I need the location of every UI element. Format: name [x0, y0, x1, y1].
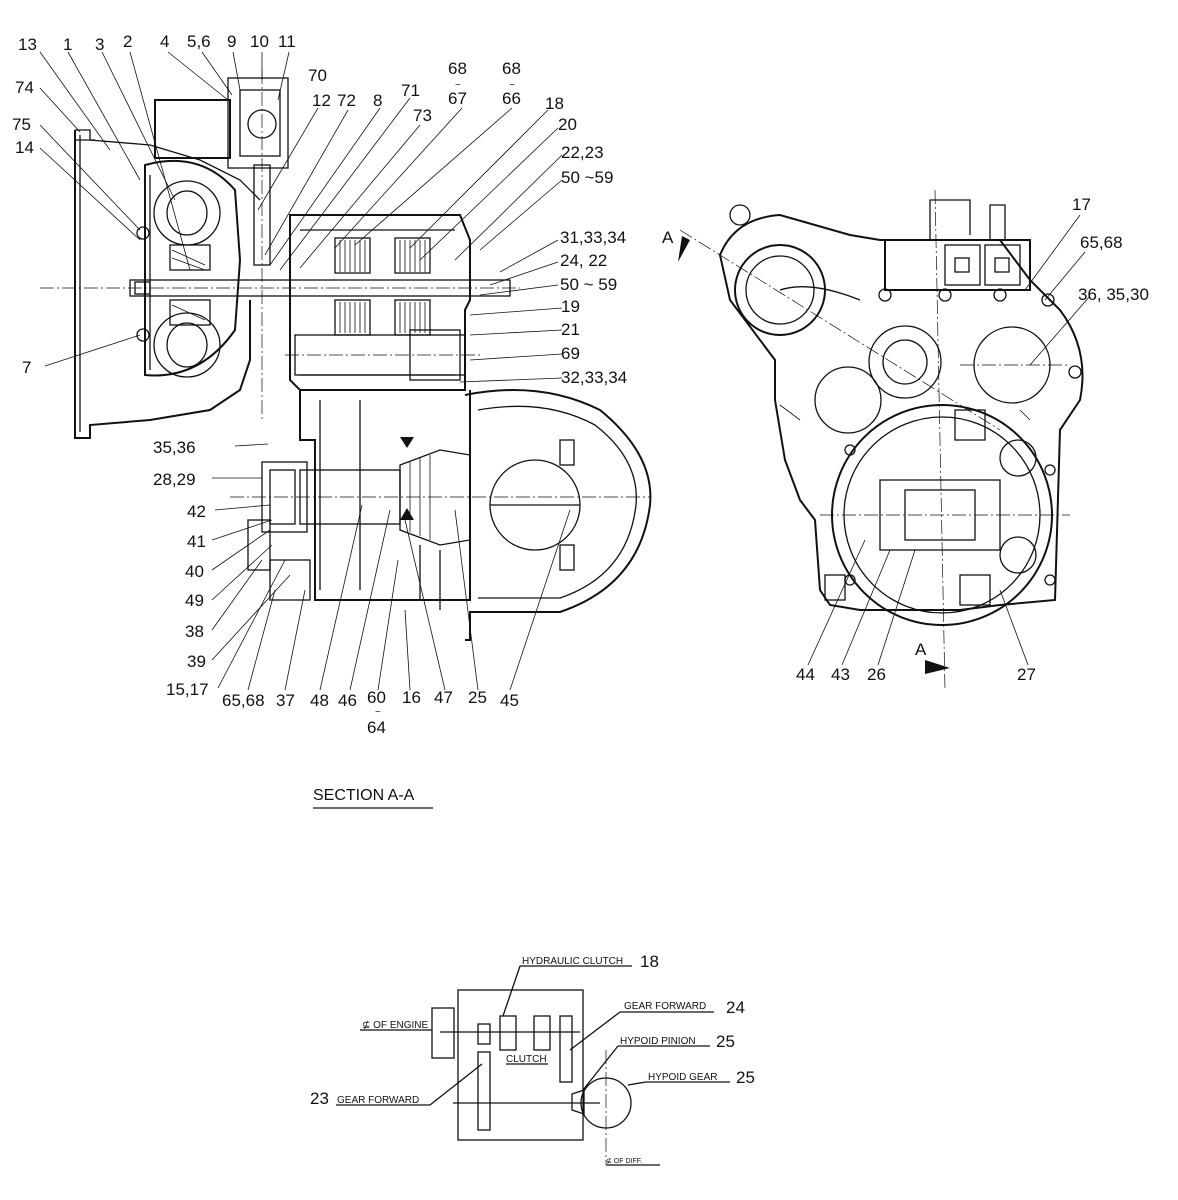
- left-sectional-view: [40, 70, 652, 641]
- callout-67: 67: [448, 89, 467, 108]
- callout-40: 40: [185, 562, 204, 581]
- label-hydraulic-clutch-no: 18: [640, 952, 659, 971]
- label-hypoid-pinion-no: 25: [716, 1032, 735, 1051]
- callout-71: 71: [401, 81, 420, 100]
- section-marker-a-top: A: [662, 228, 674, 247]
- callout-13: 13: [18, 35, 37, 54]
- callout-1: 1: [63, 35, 72, 54]
- callout-27: 27: [1017, 665, 1036, 684]
- callout-35-36: 35,36: [153, 438, 196, 457]
- callout-20: 20: [558, 115, 577, 134]
- callout-45: 45: [500, 691, 519, 710]
- label-gear-forward-top-no: 24: [726, 998, 745, 1017]
- callout-47: 47: [434, 688, 453, 707]
- callout-65-68-left: 65,68: [222, 691, 265, 710]
- callout-5-6: 5,6: [187, 32, 211, 51]
- callout-69: 69: [561, 344, 580, 363]
- callout-42: 42: [187, 502, 206, 521]
- callout-43: 43: [831, 665, 850, 684]
- callout-36-35-30: 36, 35,30: [1078, 285, 1149, 304]
- right-end-view: [678, 189, 1084, 691]
- callout-48: 48: [310, 691, 329, 710]
- leader-lines: [39, 51, 571, 691]
- callout-26: 26: [867, 665, 886, 684]
- section-marker-a-bottom: A: [915, 640, 927, 659]
- label-cl-engine: ⊈ OF ENGINE: [362, 1020, 428, 1031]
- callout-18: 18: [545, 94, 564, 113]
- callout-16: 16: [402, 688, 421, 707]
- label-hypoid-pinion: HYPOID PINION: [620, 1036, 696, 1047]
- callout-17-right: 17: [1072, 195, 1091, 214]
- callout-25: 25: [468, 688, 487, 707]
- callout-39: 39: [187, 652, 206, 671]
- callout-32-33-34: 32,33,34: [561, 368, 627, 387]
- callout-74: 74: [15, 78, 34, 97]
- callout-24-22: 24, 22: [560, 251, 607, 270]
- callout-11: 11: [278, 32, 296, 51]
- callout-2: 2: [123, 32, 132, 51]
- callout-73: 73: [413, 106, 432, 125]
- callout-65-68-right: 65,68: [1080, 233, 1123, 252]
- callout-44: 44: [796, 665, 815, 684]
- callout-7: 7: [22, 358, 31, 377]
- callout-72: 72: [337, 91, 356, 110]
- callout-12: 12: [312, 91, 331, 110]
- label-gear-forward-bottom-no: 23: [310, 1089, 329, 1108]
- callout-37: 37: [276, 691, 295, 710]
- label-gear-forward-bottom: GEAR FORWARD: [337, 1095, 419, 1106]
- callout-tilde-a: ~: [455, 80, 461, 91]
- callout-66: 66: [502, 89, 521, 108]
- callout-50-59-a: 50 ~59: [561, 168, 613, 187]
- callout-tilde-b: ~: [509, 80, 515, 91]
- callout-14: 14: [15, 138, 34, 157]
- left-callout-labels: 13 1 3 2 4 5,6 9 10 11 70 12 72 8 71 73 …: [12, 32, 627, 737]
- callout-31-33-34: 31,33,34: [560, 228, 626, 247]
- callout-68-a: 68: [448, 59, 467, 78]
- label-hydraulic-clutch: HYDRAULIC CLUTCH: [522, 956, 623, 967]
- callout-28-29: 28,29: [153, 470, 196, 489]
- label-cl-diff: ⊈ OF DIFF.: [606, 1157, 642, 1165]
- callout-64: 64: [367, 718, 386, 737]
- power-flow-schematic: HYDRAULIC CLUTCH 18 GEAR FORWARD 24 HYPO…: [310, 952, 755, 1166]
- callout-21: 21: [561, 320, 580, 339]
- callout-22-23: 22,23: [561, 143, 604, 162]
- callout-46: 46: [338, 691, 357, 710]
- label-clutch: CLUTCH: [506, 1054, 547, 1065]
- callout-tilde-c: ~: [375, 707, 381, 718]
- label-gear-forward-top: GEAR FORWARD: [624, 1001, 706, 1012]
- callout-68-b: 68: [502, 59, 521, 78]
- callout-70: 70: [308, 66, 327, 85]
- callout-60: 60: [367, 688, 386, 707]
- right-callout-labels: 17 65,68 36, 35,30 44 43 26 27 A A: [662, 195, 1149, 684]
- callout-19: 19: [561, 297, 580, 316]
- callout-49: 49: [185, 591, 204, 610]
- callout-8: 8: [373, 91, 382, 110]
- callout-10: 10: [250, 32, 269, 51]
- label-hypoid-gear: HYPOID GEAR: [648, 1072, 717, 1083]
- callout-3: 3: [95, 35, 104, 54]
- callout-4: 4: [160, 32, 169, 51]
- label-hypoid-gear-no: 25: [736, 1068, 755, 1087]
- section-title: SECTION A-A: [313, 787, 415, 804]
- callout-38: 38: [185, 622, 204, 641]
- callout-9: 9: [227, 32, 236, 51]
- callout-15-17: 15,17: [166, 680, 209, 699]
- callout-50-59-b: 50 ~ 59: [560, 275, 617, 294]
- callout-75: 75: [12, 115, 31, 134]
- right-leader-lines: [807, 214, 1091, 666]
- callout-41: 41: [187, 532, 206, 551]
